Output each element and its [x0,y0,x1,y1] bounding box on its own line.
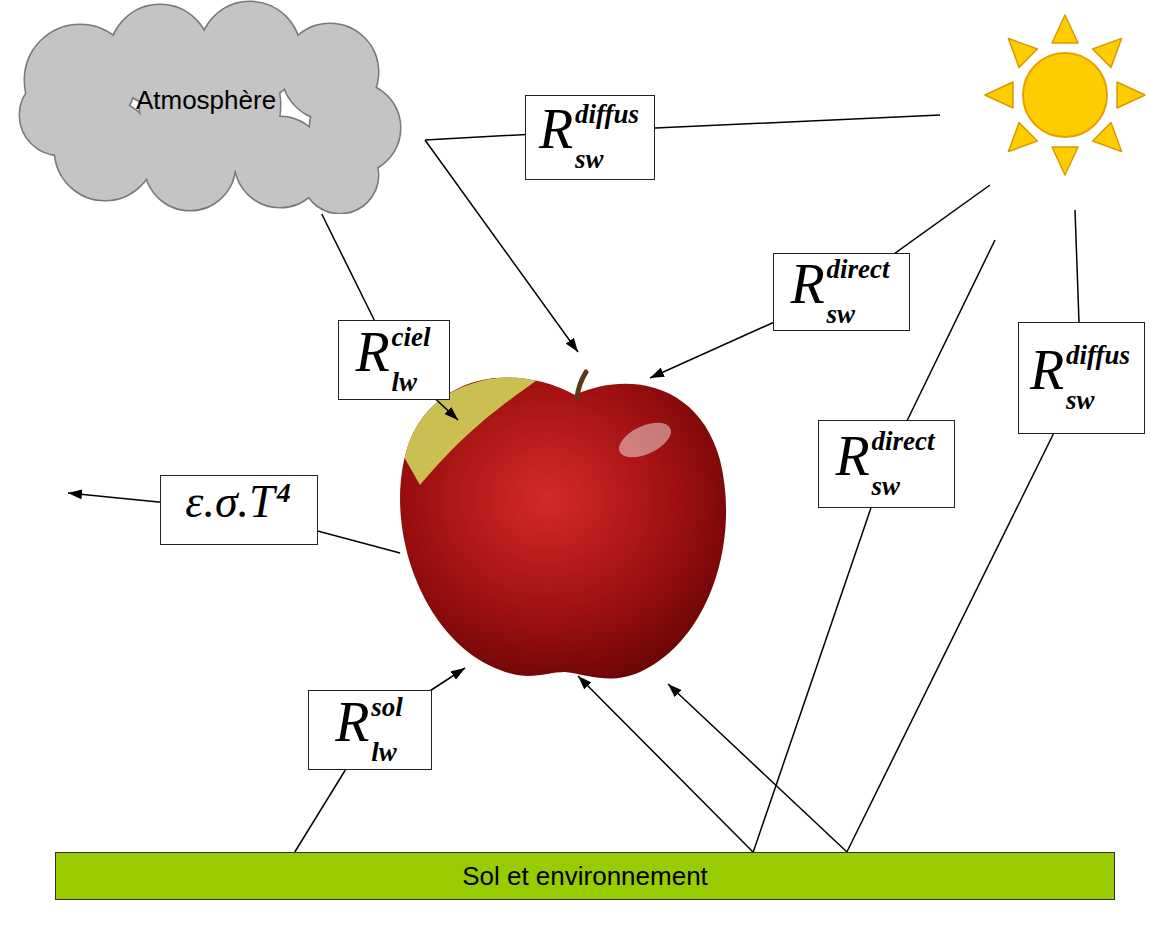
superscript: diffus [575,101,639,128]
connector-line [322,214,374,320]
formula-symbol: R [1030,342,1064,414]
formula-symbol: R [835,428,869,500]
superscript: direct [872,428,935,455]
sun-ray [1117,82,1145,108]
subscript: lw [392,369,431,396]
apple-stem [577,372,586,398]
formula-group: Rciel lw [355,324,430,396]
reflection-arrow [578,676,753,852]
radiation-line [425,115,940,140]
formula-symbol: ε.σ.T [185,479,274,541]
subscript: sw [1066,387,1130,414]
formula-group: Rdirect sw [790,256,889,328]
script-column: sol lw [371,694,403,766]
formula-box: Rsol lw [308,690,432,770]
subscript: lw [371,739,403,766]
formula-group: Rdiffus sw [539,101,639,173]
superscript: diffus [1066,342,1130,369]
script-column: diffus sw [575,101,639,173]
formula-symbol: R [335,694,369,766]
formula-group: Rdirect sw [835,428,934,500]
radiation-arrow [650,185,990,378]
sun-ray [1052,147,1078,175]
connector-layer [295,214,1054,852]
superscript: direct [827,256,890,283]
apple-illustration [400,372,726,679]
script-column: 4 [277,479,291,541]
formula-symbol: R [790,256,824,328]
cloud-lobe [20,75,100,155]
sun-ray [1008,38,1037,67]
formula-box: Rciel lw [338,320,450,400]
superscript: sol [371,694,403,721]
formula-group: Rdiffus sw [1030,342,1130,414]
formula-group: ε.σ.T4 [185,479,290,541]
sun-ray [1093,38,1122,67]
reflection-arrow [668,684,847,852]
formula-box: Rdiffus sw [1018,322,1145,434]
ground-band: Sol et environnement [55,852,1115,900]
script-column: direct sw [827,256,890,328]
formula-box: Rdiffus sw [525,95,655,180]
subscript: sw [827,301,890,328]
superscript: ciel [392,324,431,351]
subscript: sw [872,473,935,500]
sun-ray [1008,123,1037,152]
script-column: direct sw [872,428,935,500]
sun-symbol [985,15,1145,175]
connector-line [753,508,871,852]
band-label: Sol et environnement [462,861,708,892]
formula-box: Rdirect sw [818,420,955,508]
formula-group: Rsol lw [335,694,403,766]
sun-ray [1052,15,1078,43]
formula-box: ε.σ.T4 [160,475,318,545]
script-column: ciel lw [392,324,431,396]
cloud-fill [20,75,100,155]
formula-symbol: R [355,324,389,396]
sun-ray [985,82,1013,108]
formula-symbol: R [539,101,573,173]
cloud-shape: Atmosphère [10,0,402,214]
script-column: diffus sw [1066,342,1130,414]
sun-disc [1023,53,1107,137]
subscript: sw [575,146,639,173]
cloud-label: Atmosphère [136,85,276,116]
apple-highlight [614,415,677,464]
sun-ray [1093,123,1122,152]
formula-box: Rdirect sw [773,253,910,331]
connector-line [295,770,346,852]
superscript: 4 [277,479,291,507]
